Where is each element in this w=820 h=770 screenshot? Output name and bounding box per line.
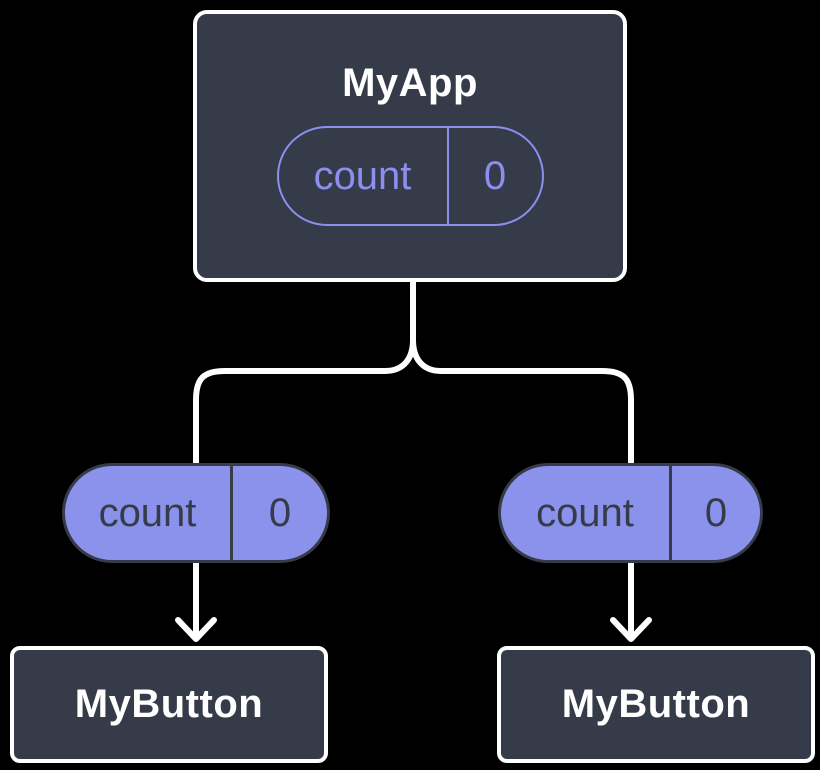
- state-name: count: [536, 490, 634, 535]
- state-value: 0: [669, 466, 760, 560]
- component-node-mybutton-right: MyButton: [497, 646, 815, 763]
- node-title: MyButton: [74, 682, 264, 726]
- state-pill-left-child: count 0: [62, 463, 330, 563]
- state-name: count: [98, 490, 197, 535]
- component-node-mybutton-left: MyButton: [10, 646, 328, 763]
- node-title: MyButton: [561, 682, 751, 726]
- component-node-myapp: MyApp count 0: [193, 10, 627, 282]
- connector-branch-right: [410, 279, 634, 636]
- state-value: 0: [230, 466, 327, 560]
- arrowhead-left-icon: [175, 617, 217, 642]
- node-title: MyApp: [342, 61, 478, 105]
- state-name: count: [313, 153, 412, 198]
- connector-branch-left: [193, 279, 416, 636]
- arrowhead-right-icon: [610, 617, 652, 642]
- state-pill-root: count 0: [276, 126, 544, 226]
- state-pill-right-child: count 0: [498, 463, 763, 563]
- state-value: 0: [446, 128, 542, 224]
